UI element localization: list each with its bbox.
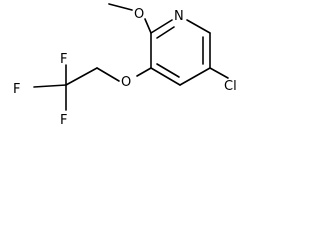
- bond-c5-cl: [209, 67, 229, 79]
- atom-label-fluorine-left: F: [13, 82, 20, 97]
- bond-c2-n1-double-outer: [150, 19, 173, 34]
- bond-c4-c3-inner: [156, 63, 180, 78]
- bond-ch2-cf3: [65, 67, 98, 86]
- atom-label-chlorine: Cl: [224, 79, 237, 94]
- atom-label-fluorine-top: F: [60, 52, 67, 67]
- bond-lines: [33, 3, 229, 111]
- atom-labels: O N O Cl F F F: [13, 7, 237, 128]
- bond-c-f-left: [33, 84, 67, 88]
- bond-c2-n1-double-inner: [156, 26, 175, 39]
- atom-label-ether-oxygen: O: [121, 75, 131, 90]
- atom-label-ring-nitrogen: N: [174, 9, 184, 24]
- atom-label-fluorine-bottom: F: [60, 113, 67, 128]
- bond-methyl-o: [108, 3, 133, 11]
- bond-c3-o: [136, 67, 152, 77]
- bond-c5-c4: [179, 67, 211, 86]
- atom-label-methoxy-oxygen: O: [134, 7, 144, 22]
- chemical-structure-diagram: O N O Cl F F F: [13, 3, 237, 128]
- bond-o-ch2: [96, 67, 120, 82]
- bond-o-c2: [144, 18, 152, 34]
- bond-c4-c3: [150, 67, 181, 86]
- bond-n1-c6: [186, 19, 211, 34]
